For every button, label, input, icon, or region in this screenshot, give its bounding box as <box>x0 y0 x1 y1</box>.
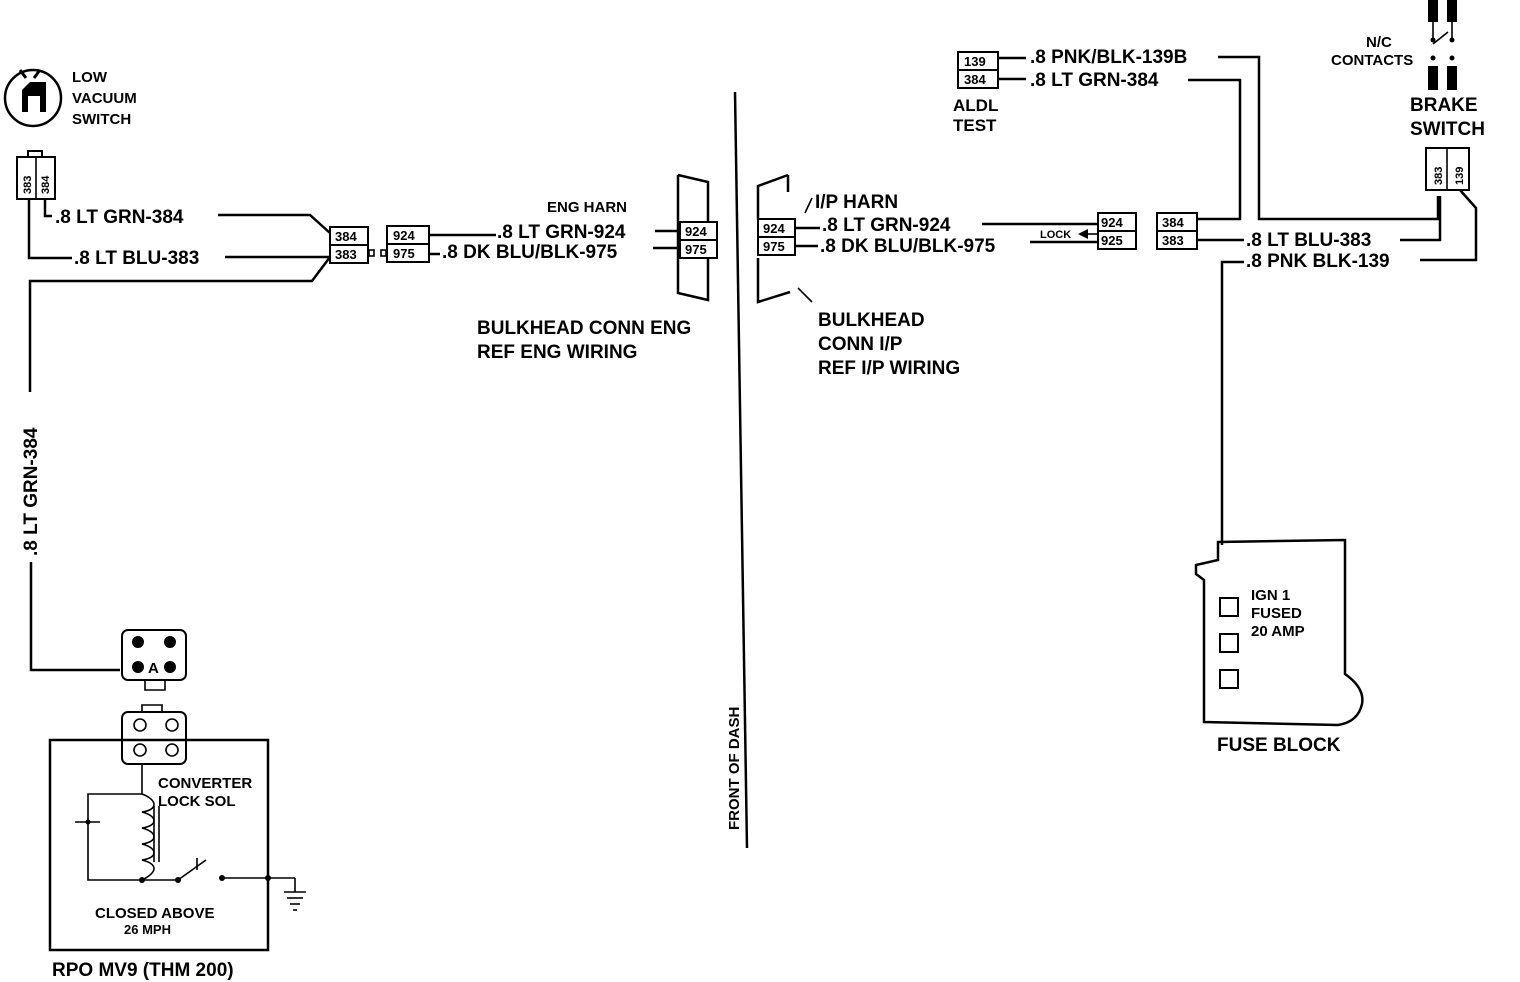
wire-label-lt-grn-384-vertical: .8 LT GRN-384 <box>21 427 42 556</box>
eng-bulkhead-pin-bot: 975 <box>685 242 707 257</box>
conn2-pin-top: 924 <box>393 228 415 243</box>
aldl-pin-bot: 384 <box>964 72 986 87</box>
converter-label-1: CONVERTER <box>158 775 252 792</box>
aldl-label-2: TEST <box>953 116 997 135</box>
low-vacuum-label-3: SWITCH <box>72 111 131 128</box>
fuse-slot-1 <box>1219 597 1239 617</box>
bulkhead-eng-shell <box>676 173 710 302</box>
fuse-block-label: FUSE BLOCK <box>1217 735 1341 756</box>
nc-label-2: CONTACTS <box>1331 52 1413 69</box>
wire-label-lt-grn-924-eng: .8 LT GRN-924 <box>497 222 626 243</box>
lock-pin-bot: 925 <box>1101 233 1123 248</box>
vacuum-pin-384: 384 <box>40 175 52 194</box>
bulkhead-eng-label-2: REF ENG WIRING <box>477 342 637 363</box>
fuse-slot-2 <box>1219 633 1239 653</box>
low-vacuum-label-1: LOW <box>72 69 108 86</box>
low-vacuum-switch <box>3 68 63 128</box>
fuse-block <box>1194 538 1364 727</box>
bulkhead-eng-label-1: BULKHEAD CONN ENG <box>477 318 691 339</box>
bulkhead-ip-label-1: BULKHEAD <box>818 310 925 331</box>
brake-pin-383: 383 <box>1433 167 1445 185</box>
wire-label-dk-blu-blk-975-ip: .8 DK BLU/BLK-975 <box>820 236 996 257</box>
closed-above-label-2: 26 MPH <box>124 922 171 937</box>
wire-label-lt-grn-384-aldl: .8 LT GRN-384 <box>1030 70 1159 91</box>
brake-switch <box>1428 0 1457 90</box>
brake-label-1: BRAKE <box>1410 95 1478 116</box>
wire-label-pnk-blk-139: .8 PNK BLK-139 <box>1246 251 1390 272</box>
right-conn-pin-bot: 383 <box>1162 233 1184 248</box>
brake-pin-139: 139 <box>1454 167 1466 185</box>
wire-label-lt-grn-384-top: .8 LT GRN-384 <box>55 207 184 228</box>
lock-label: LOCK <box>1040 229 1071 241</box>
wire-label-pnk-blk-139b: .8 PNK/BLK-139B <box>1030 47 1187 68</box>
conn1-pin-bot: 383 <box>335 247 357 262</box>
ign-label-3: 20 AMP <box>1251 623 1305 640</box>
ip-bulkhead-pin-bot: 975 <box>763 239 785 254</box>
pin-a-label: A <box>148 660 159 677</box>
bulkhead-ip-label-2: CONN I/P <box>818 334 903 355</box>
aldl-pin-top: 139 <box>964 54 986 69</box>
fuse-slot-3 <box>1219 669 1239 689</box>
right-conn-pin-top: 384 <box>1162 215 1184 230</box>
rpo-label: RPO MV9 (THM 200) <box>52 960 234 981</box>
front-of-dash-line <box>733 91 749 849</box>
ign-label-1: IGN 1 <box>1251 587 1290 604</box>
eng-bulkhead-pin-top: 924 <box>685 224 707 239</box>
ip-harn-label: I/P HARN <box>815 192 898 213</box>
closed-above-label-1: CLOSED ABOVE <box>95 905 214 922</box>
eng-harn-label: ENG HARN <box>547 199 627 216</box>
transmission-box <box>48 738 270 952</box>
bulkhead-ip-shell <box>756 173 791 304</box>
lock-pin-top: 924 <box>1101 215 1123 230</box>
vacuum-switch-icon <box>22 82 46 112</box>
wire-label-lt-blu-383-left: .8 LT BLU-383 <box>74 248 199 269</box>
aldl-label-1: ALDL <box>953 96 998 115</box>
wire-label-dk-blu-blk-975-eng: .8 DK BLU/BLK-975 <box>442 242 618 263</box>
ip-bulkhead-pin-top: 924 <box>763 221 785 236</box>
conn2-pin-bot: 975 <box>393 246 415 261</box>
conn1-pin-top: 384 <box>335 229 357 244</box>
nc-label-1: N/C <box>1366 34 1392 51</box>
solenoid-connector <box>121 704 187 765</box>
brake-label-2: SWITCH <box>1410 119 1485 140</box>
bulkhead-ip-label-3: REF I/P WIRING <box>818 358 960 379</box>
low-vacuum-label-2: VACUUM <box>72 90 137 107</box>
ign-label-2: FUSED <box>1251 605 1302 622</box>
converter-label-2: LOCK SOL <box>158 793 236 810</box>
wire-label-lt-blu-383-right: .8 LT BLU-383 <box>1246 230 1371 251</box>
front-of-dash-label: FRONT OF DASH <box>726 707 743 830</box>
solenoid-coil-icon <box>141 793 155 881</box>
ground-icon <box>284 878 306 911</box>
vacuum-pin-383: 383 <box>22 176 34 194</box>
wire-label-lt-grn-924-ip: .8 LT GRN-924 <box>822 215 951 236</box>
converter-connector-a <box>121 629 187 691</box>
